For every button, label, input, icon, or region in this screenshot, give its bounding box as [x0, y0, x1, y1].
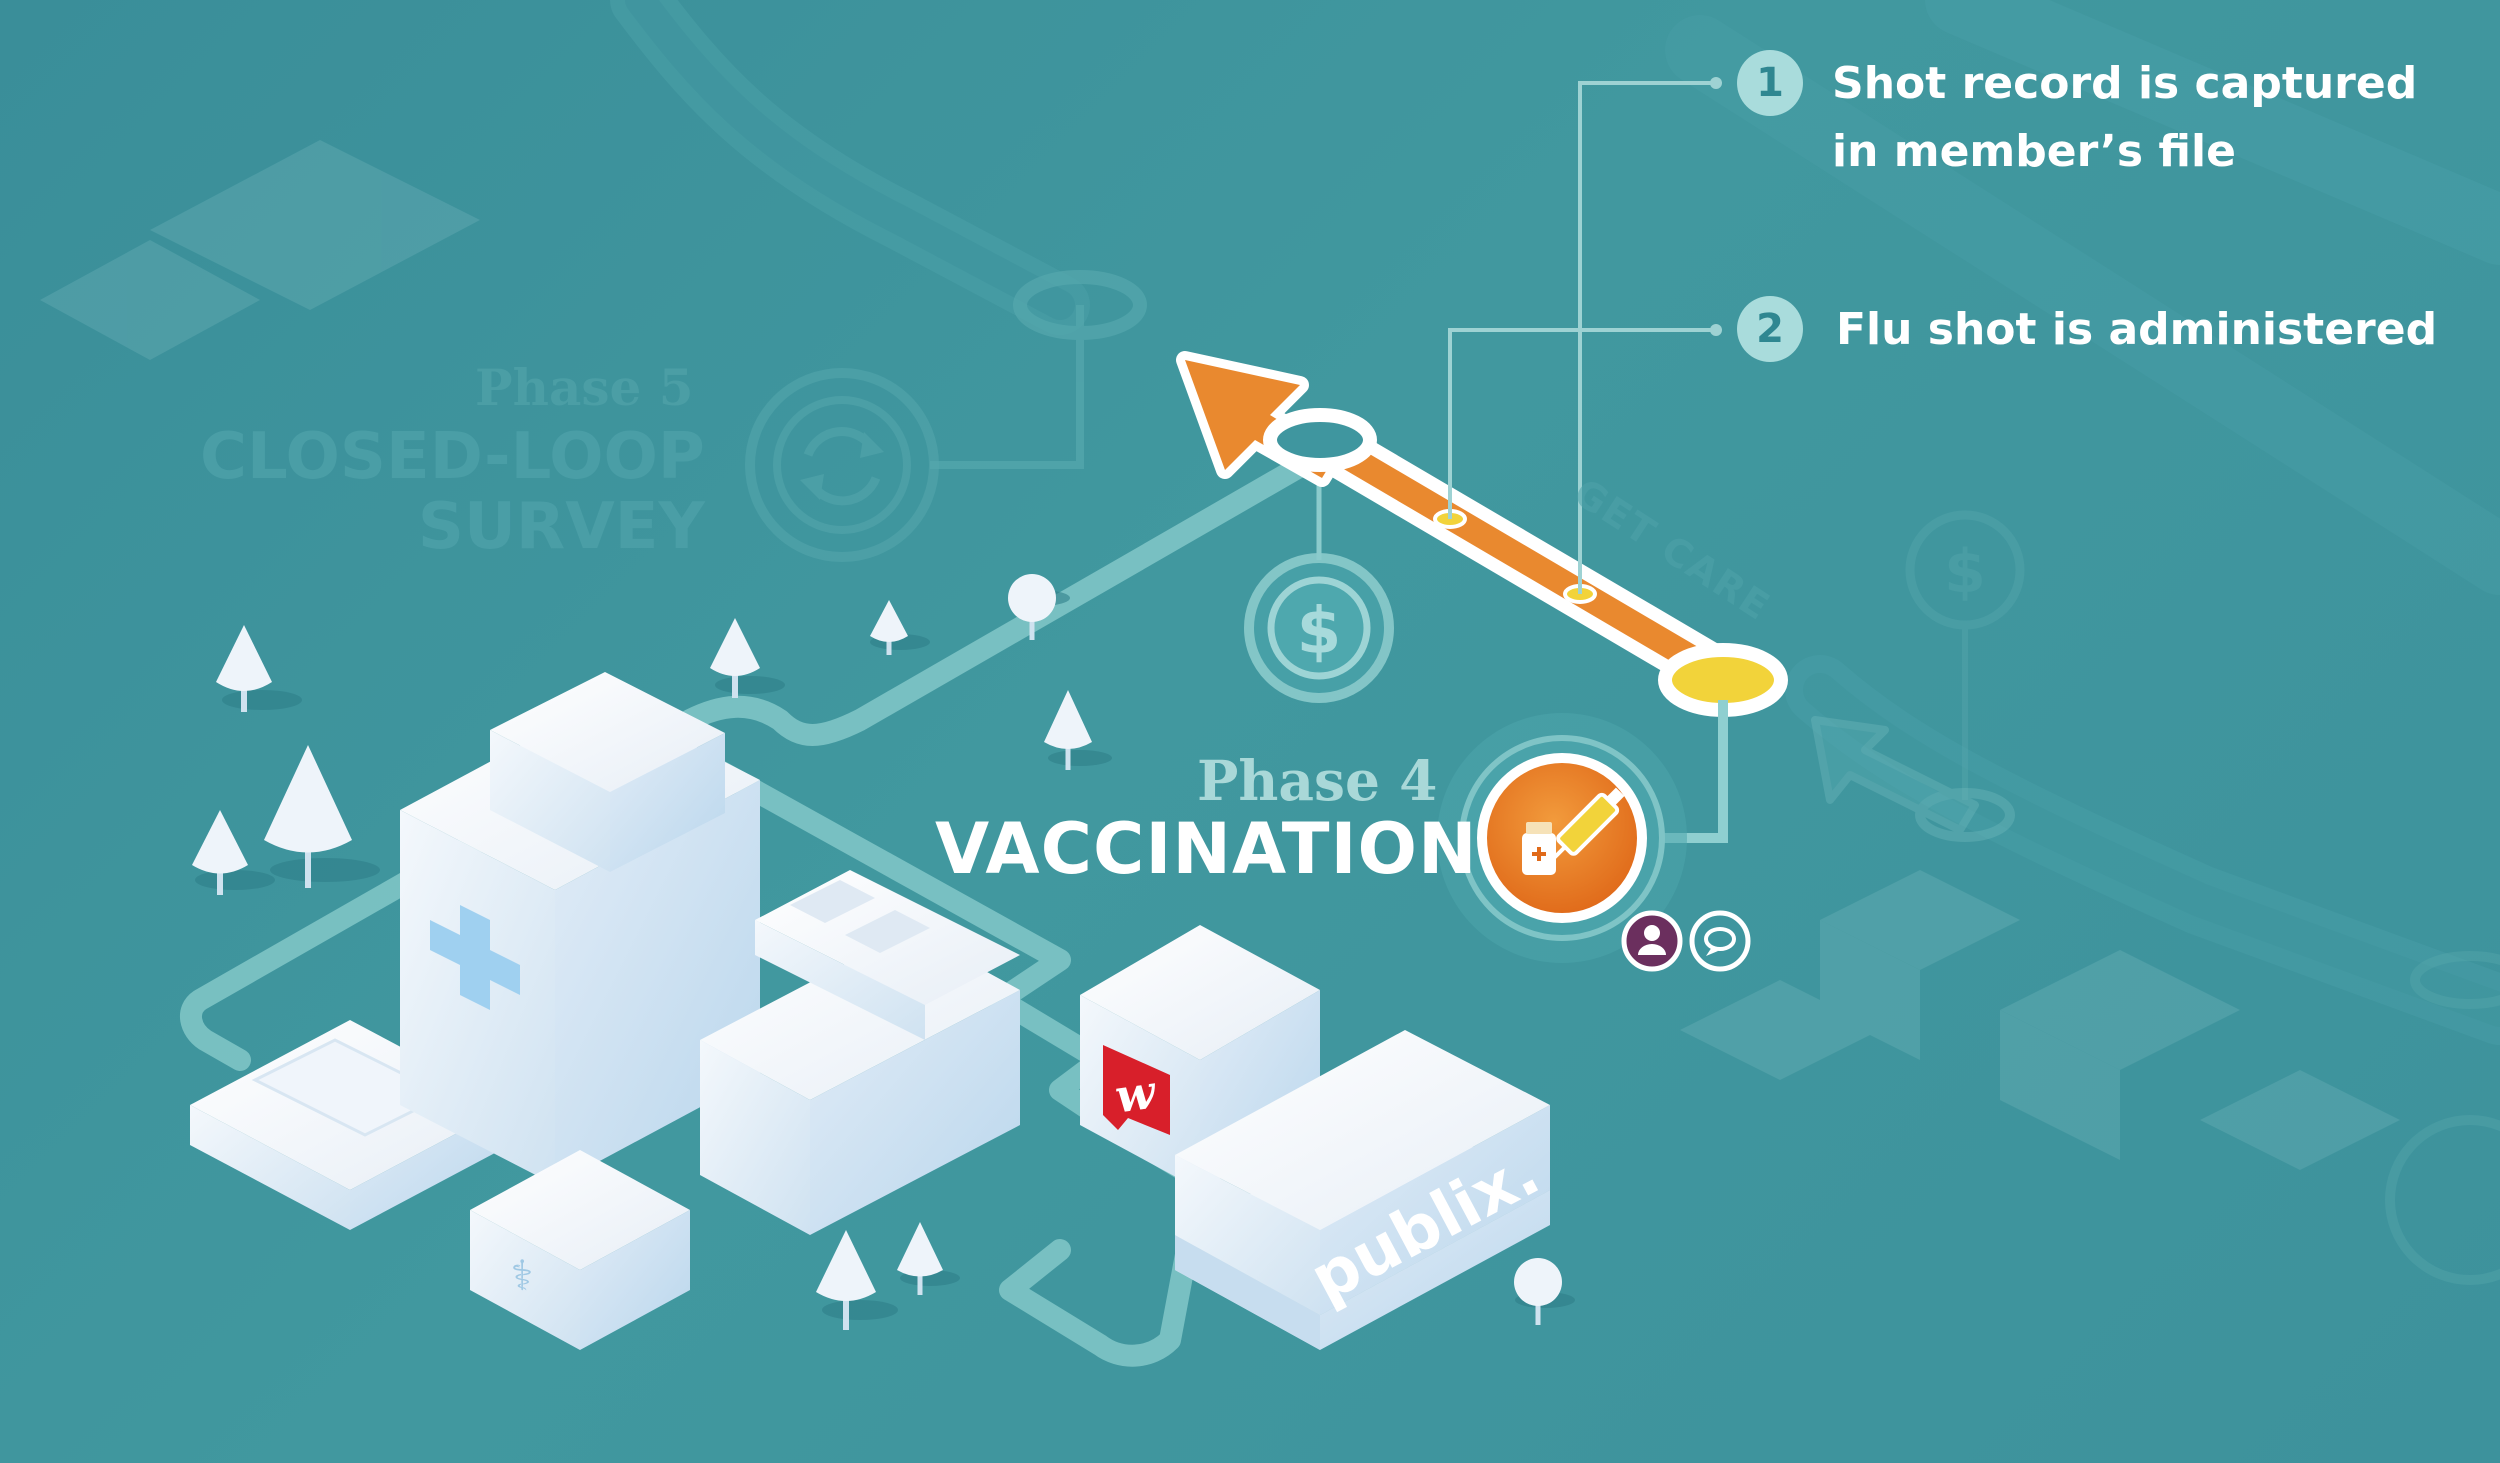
background-arrow [1811, 716, 2015, 842]
syringe-vial-icon [1522, 787, 1625, 875]
phase5-title-line1: CLOSED-LOOP [200, 420, 705, 494]
pharmacy-logo: w [1112, 1064, 1160, 1123]
phase4-title: VACCINATION [935, 808, 1478, 890]
grocery-building: publix. [1175, 1030, 1551, 1350]
tree [816, 1230, 898, 1330]
phase5-connector [930, 270, 1147, 469]
svg-text:$: $ [1297, 595, 1342, 669]
medical-box: ⚕ [470, 1150, 690, 1350]
active-path-arrow [1176, 351, 1788, 717]
phase5-label: Phase 5 [475, 358, 694, 417]
background-roads [610, 0, 2500, 1045]
step-2-text: Flu shot is administered [1836, 304, 2438, 355]
phase4-label: Phase 4 [1197, 748, 1438, 813]
person-icon [1621, 910, 1683, 972]
caduceus-icon: ⚕ [511, 1251, 534, 1300]
tree [897, 1222, 960, 1295]
tree [1514, 1258, 1575, 1325]
tree [710, 618, 785, 698]
tree [192, 810, 275, 895]
trees [192, 574, 1575, 1330]
tree [216, 625, 302, 712]
hospital-building [190, 672, 760, 1230]
background-dollar-icon: $ [1905, 510, 2025, 800]
phase5-refresh-icon [745, 368, 939, 562]
step-2-number-badge: 2 [1737, 296, 1803, 362]
chat-bubble-icon [1689, 910, 1751, 972]
background-buildings [40, 140, 2400, 1170]
svg-text:$: $ [1944, 537, 1986, 607]
tree [1044, 690, 1112, 770]
step-1-text: Shot record is captured in member’s file [1832, 58, 2418, 177]
tree [870, 600, 930, 655]
phase5-title: CLOSED-LOOP SURVEY [200, 422, 705, 562]
dollar-icon: $ [1244, 460, 1394, 703]
phase5-title-line2: SURVEY [417, 490, 705, 564]
step-1-number-badge: 1 [1737, 50, 1803, 116]
tree [264, 745, 380, 888]
clinic-wing [700, 870, 1020, 1235]
tree [1008, 574, 1070, 640]
background-bell-icon [2385, 951, 2500, 1285]
vaccine-badge [1437, 713, 1687, 963]
